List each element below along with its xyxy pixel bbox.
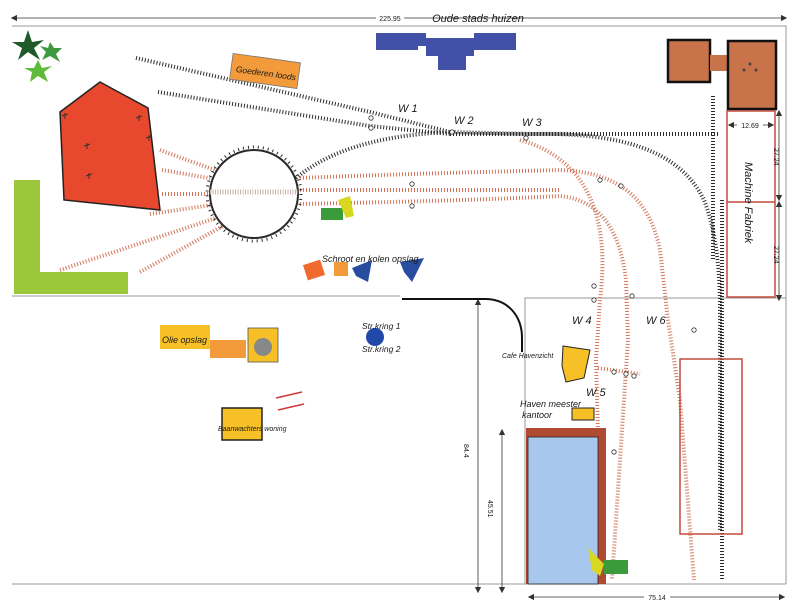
oil-storage-label: Olie opslag [162,335,207,345]
trees-top-left [12,30,62,82]
loading-platform [679,358,743,535]
crossing-keeper-label: Baanwachters woning [218,426,287,433]
harbour-wagon [588,548,628,576]
turnout-w6: W 6 [646,315,666,327]
harbour-master-label-1: Haven meester [520,399,582,409]
circuit-marker [366,328,384,346]
engine-shed-door-marks [61,113,153,179]
coal-wagon [321,196,354,220]
header-title: Oude stads huizen [432,13,524,25]
factory-length-b-dimension: 27.24 [772,246,779,264]
switch-markers [368,115,697,455]
machine-factory-label: Machine Fabriek [742,162,754,244]
turnout-w2: W 2 [454,115,474,127]
turnout-w5: W 5 [586,387,606,399]
turnout-w3: W 3 [522,117,542,129]
bottom-width-dimension: 75.14 [648,595,666,602]
circuit-1-label: Str.kring 1 [362,321,401,331]
dark-tracks [135,56,722,530]
baseboard-corner-curve [402,298,523,352]
machine-factory [726,110,776,298]
turnout-w4: W 4 [572,315,592,327]
harbour-master-label-2: kantoor [522,410,553,420]
factory-buildings [606,38,778,111]
circuit-2-label: Str.kring 2 [362,344,401,354]
factory-length-a-dimension: 27.24 [772,148,779,166]
harbour-master-office [571,407,595,421]
cafe-label: Cafe Havenzicht [502,353,554,360]
engine-shed [59,81,161,211]
goods-shed [229,52,301,90]
factory-spur-track [711,96,724,580]
cafe-havenzicht [561,345,591,383]
top-width-dimension: 225.95 [379,16,401,23]
scrap-coal-storage [302,258,424,282]
left-height-dimension: 84.4 [462,444,469,458]
old-town-houses [376,33,516,70]
oil-storage [160,325,279,363]
grass-area [14,180,128,294]
turnout-w1: W 1 [398,103,418,115]
crossing-keeper-house [221,391,305,441]
inner-height-dimension: 45.51 [486,500,493,518]
scrap-coal-label: Schroot en kolen opslag [322,254,419,264]
turntable [205,145,303,243]
factory-width-dimension: 12.69 [741,123,759,130]
